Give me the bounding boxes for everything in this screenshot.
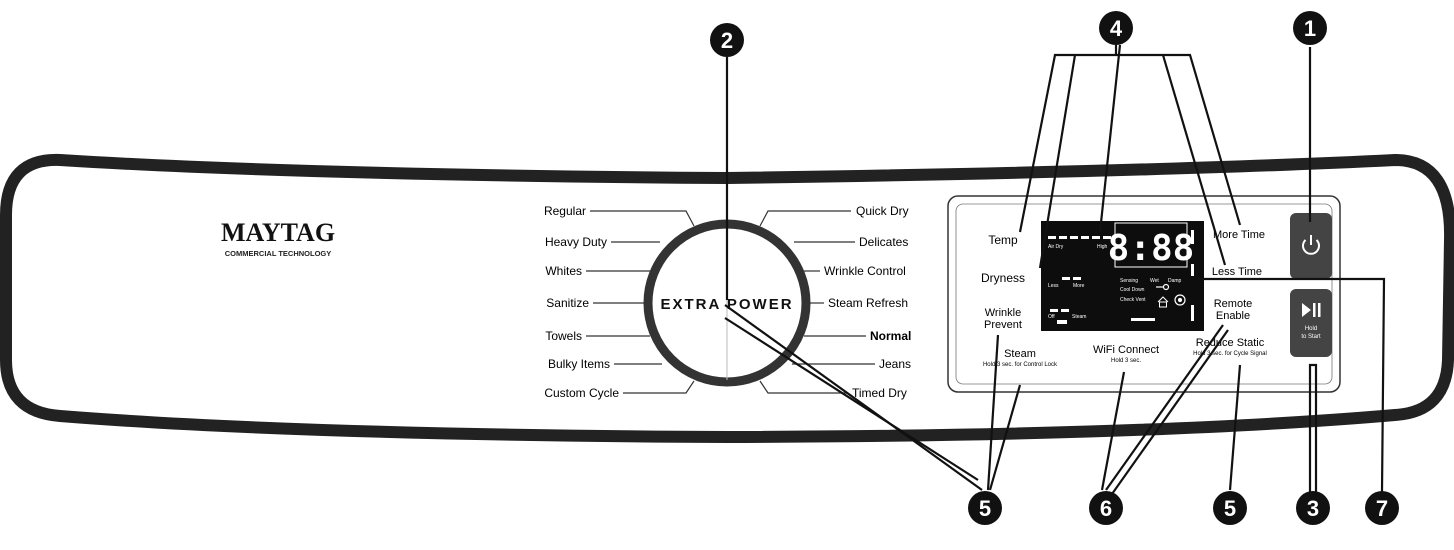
svg-text:2: 2 bbox=[721, 28, 733, 53]
cycle-wrinkle-control[interactable]: Wrinkle Control bbox=[824, 264, 906, 278]
cycle-normal[interactable]: Normal bbox=[870, 329, 911, 343]
lcd-more: More bbox=[1073, 283, 1085, 289]
lcd-damp: Damp bbox=[1168, 278, 1182, 284]
callout-5-left: 5 bbox=[968, 491, 1002, 525]
less-time-button[interactable]: Less Time bbox=[1212, 266, 1262, 278]
wrinkle-prevent-label-1: Wrinkle bbox=[985, 307, 1021, 319]
lcd-less: Less bbox=[1048, 283, 1059, 289]
home-icon bbox=[1157, 296, 1169, 308]
remote-enable-button[interactable]: Remote Enable bbox=[1214, 298, 1253, 322]
start-hint-2: to Start bbox=[1301, 334, 1321, 340]
cycle-timed-dry[interactable]: Timed Dry bbox=[852, 386, 907, 400]
svg-text:5: 5 bbox=[1224, 496, 1236, 521]
callout-4: 4 bbox=[1099, 11, 1133, 45]
control-area-frame bbox=[947, 195, 1341, 393]
cycle-steam-refresh[interactable]: Steam Refresh bbox=[828, 296, 908, 310]
cycle-sanitize[interactable]: Sanitize bbox=[546, 296, 589, 310]
wrinkle-prevent-label-2: Prevent bbox=[984, 319, 1022, 331]
lcd-cool-down: Cool Down bbox=[1120, 287, 1145, 293]
wifi-connect-label: WiFi Connect bbox=[1093, 344, 1159, 356]
start-pause-button[interactable]: Hold to Start bbox=[1290, 289, 1332, 357]
cycle-heavy-duty[interactable]: Heavy Duty bbox=[545, 235, 607, 249]
callout-5-right: 5 bbox=[1213, 491, 1247, 525]
lcd-check-vent: Check Vent bbox=[1120, 297, 1146, 303]
svg-text:7: 7 bbox=[1376, 496, 1388, 521]
remote-enable-label-2: Enable bbox=[1216, 310, 1250, 322]
remote-enable-label-1: Remote bbox=[1214, 298, 1253, 310]
callout-6: 6 bbox=[1089, 491, 1123, 525]
cycle-leader-lines-right bbox=[759, 210, 875, 394]
cycle-whites[interactable]: Whites bbox=[545, 264, 582, 278]
cycle-jeans[interactable]: Jeans bbox=[879, 357, 911, 371]
lcd-digit-frame bbox=[1114, 222, 1188, 268]
lcd-display: Air Dry High Less More Off Steam 8:88 Se… bbox=[1041, 221, 1204, 331]
steam-hint: Hold 3 sec. for Control Lock bbox=[983, 362, 1058, 368]
cycle-leader-lines-left bbox=[586, 210, 695, 394]
cycle-labels-right: Quick Dry Delicates Wrinkle Control Stea… bbox=[824, 204, 911, 400]
svg-text:6: 6 bbox=[1100, 496, 1112, 521]
svg-text:5: 5 bbox=[979, 496, 991, 521]
steam-label: Steam bbox=[1004, 348, 1036, 360]
callout-7: 7 bbox=[1365, 491, 1399, 525]
cycle-custom-cycle[interactable]: Custom Cycle bbox=[544, 386, 619, 400]
temp-button[interactable]: Temp bbox=[988, 233, 1018, 247]
reduce-static-hint: Hold 3 sec. for Cycle Signal bbox=[1193, 351, 1267, 357]
wrinkle-prevent-button[interactable]: Wrinkle Prevent bbox=[984, 307, 1022, 331]
svg-text:3: 3 bbox=[1307, 496, 1319, 521]
play-pause-icon bbox=[1302, 303, 1321, 317]
cycle-labels-left: Regular Heavy Duty Whites Sanitize Towel… bbox=[544, 204, 619, 400]
callout-3: 3 bbox=[1296, 491, 1330, 525]
callout-leader-lines bbox=[724, 44, 1386, 495]
lcd-air-dry: Air Dry bbox=[1048, 244, 1064, 250]
wifi-connect-hint: Hold 3 sec. bbox=[1111, 358, 1141, 364]
reduce-static-button[interactable]: Reduce Static Hold 3 sec. for Cycle Sign… bbox=[1193, 337, 1267, 357]
power-icon bbox=[1302, 235, 1320, 255]
lock-icon bbox=[1156, 283, 1170, 291]
svg-text:4: 4 bbox=[1110, 16, 1123, 41]
lcd-steam: Steam bbox=[1072, 314, 1086, 320]
cycle-quick-dry[interactable]: Quick Dry bbox=[856, 204, 909, 218]
lcd-sensing: Sensing bbox=[1120, 278, 1138, 284]
lcd-high: High bbox=[1097, 244, 1108, 250]
lcd-off: Off bbox=[1048, 314, 1055, 320]
cycle-regular[interactable]: Regular bbox=[544, 204, 586, 218]
steam-button[interactable]: Steam Hold 3 sec. for Control Lock bbox=[983, 348, 1058, 368]
brand-logo: MAYTAG bbox=[221, 218, 335, 247]
cycle-bulky-items[interactable]: Bulky Items bbox=[548, 357, 610, 371]
cycle-delicates[interactable]: Delicates bbox=[859, 235, 908, 249]
more-time-button[interactable]: More Time bbox=[1213, 229, 1265, 241]
callout-1: 1 bbox=[1293, 11, 1327, 45]
dryness-button[interactable]: Dryness bbox=[981, 271, 1025, 285]
lcd-wet: Wet bbox=[1150, 278, 1159, 284]
callout-2: 2 bbox=[710, 23, 744, 57]
wifi-remote-icon bbox=[1174, 294, 1186, 306]
power-button[interactable] bbox=[1290, 213, 1332, 279]
start-hint-1: Hold bbox=[1305, 326, 1317, 332]
svg-text:1: 1 bbox=[1304, 16, 1316, 41]
brand-tagline: COMMERCIAL TECHNOLOGY bbox=[225, 249, 332, 258]
lcd-time-digits: 8:88 bbox=[1108, 228, 1195, 269]
control-area-inner bbox=[955, 203, 1333, 385]
cycle-towels[interactable]: Towels bbox=[545, 329, 582, 343]
wifi-connect-button[interactable]: WiFi Connect Hold 3 sec. bbox=[1093, 344, 1159, 364]
